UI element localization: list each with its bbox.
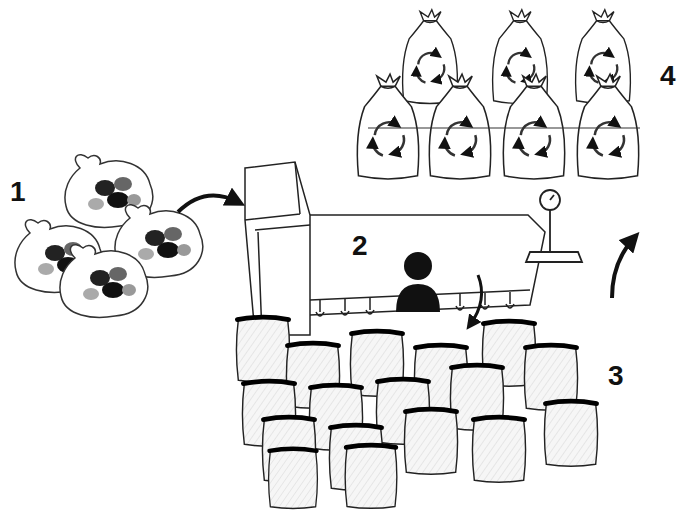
flow-arrow	[470, 275, 482, 325]
tie-line	[368, 127, 640, 128]
waste-bag	[60, 245, 148, 318]
recycling-bag	[403, 10, 458, 104]
sack	[236, 317, 289, 382]
callout-number: 2	[352, 232, 368, 260]
flow-arrow	[612, 238, 634, 298]
callout-number: 1	[10, 178, 26, 206]
recycling-bag	[429, 74, 490, 179]
recycling-bag	[357, 74, 418, 179]
weighing-scale	[526, 190, 582, 262]
sack	[345, 445, 397, 508]
recycling-bag	[503, 74, 564, 179]
recycling-bag	[577, 74, 638, 179]
worker	[396, 252, 440, 312]
sack	[472, 417, 525, 482]
flow-arrow	[178, 195, 238, 212]
sack	[544, 401, 597, 466]
callout-number: 3	[608, 362, 624, 390]
sorting-line	[245, 162, 545, 335]
sack	[269, 449, 318, 509]
recycling-bags	[357, 10, 640, 179]
sack	[404, 409, 457, 474]
waste-pile	[15, 155, 203, 318]
sorted-sacks	[236, 317, 597, 508]
callout-number: 4	[660, 62, 676, 90]
